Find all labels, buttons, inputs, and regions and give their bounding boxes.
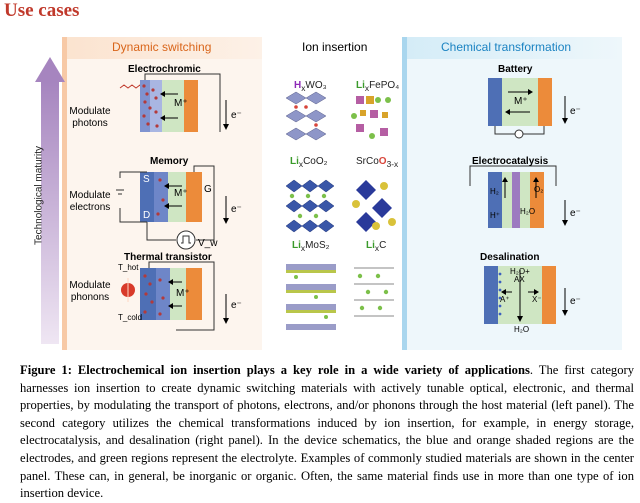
lixcoo2-structure <box>285 179 335 233</box>
battery-title: Battery <box>498 64 533 75</box>
anion-label: X⁻ <box>532 295 542 304</box>
page-title: Use cases <box>4 0 80 21</box>
figure-schematics <box>35 57 568 344</box>
material-label-lixc: LixC <box>366 240 387 253</box>
material-label-lixcoo2: LixCoO₂ <box>290 156 328 169</box>
h2-label: H₂ <box>490 187 499 196</box>
electrochromic-electron-label: e⁻ <box>231 110 242 121</box>
memory-ion-label: M⁺ <box>174 188 188 199</box>
material-label-hxwo3: HxWO₃ <box>294 80 327 93</box>
lixmos2-structure <box>286 264 336 330</box>
t-hot-label: T_hot <box>118 263 139 272</box>
o2-label: O₂ <box>534 185 544 194</box>
ion-insertion-header: Ion insertion <box>302 40 368 54</box>
electrocatalysis-device <box>469 165 568 228</box>
left-header-band <box>62 37 262 59</box>
caption-bold: Figure 1: Electrochemical ion insertion … <box>20 363 530 377</box>
ax-label: AX <box>514 275 525 284</box>
electrochromic-device <box>119 73 229 132</box>
write-voltage-label: V_w <box>198 238 218 249</box>
source-label: S <box>143 174 150 185</box>
electrochromic-ion-label: M⁺ <box>174 98 188 109</box>
lixfepo4-structure <box>351 96 391 139</box>
modulate-photons-label: Modulate photons <box>69 106 111 129</box>
h-plus-label: H⁺ <box>490 211 500 220</box>
h2o-label: H₂O <box>520 207 536 216</box>
material-label-lixmos2: LixMoS₂ <box>292 240 330 253</box>
electrocatalysis-title: Electrocatalysis <box>472 156 549 167</box>
material-label-lixfepo4: LixFePO₄ <box>356 80 400 93</box>
caption-text: . The first category harnesses ion inser… <box>20 363 634 501</box>
right-panel-edge <box>402 37 407 350</box>
t-cold-label: T_cold <box>118 313 143 322</box>
battery-electron-label: e⁻ <box>570 106 581 117</box>
thermal-ion-label: M⁺ <box>176 288 190 299</box>
battery-device <box>488 78 568 139</box>
srcoo3x-structure <box>352 180 396 232</box>
desalination-device <box>484 266 568 324</box>
thermal-transistor-title: Thermal transistor <box>124 252 212 263</box>
thermal-electron-label: e⁻ <box>231 300 242 311</box>
left-panel-edge <box>62 37 67 350</box>
dynamic-switching-header: Dynamic switching <box>112 40 212 54</box>
modulate-electrons-label: Modulate electrons <box>69 190 111 213</box>
memory-title: Memory <box>150 156 189 167</box>
hxwo3-structure <box>285 91 327 141</box>
lixc-structure <box>354 267 394 317</box>
chemical-transformation-header: Chemical transformation <box>441 40 572 54</box>
drain-label: D <box>143 210 151 221</box>
battery-ion-label: M⁺ <box>514 96 528 107</box>
memory-device <box>116 165 229 250</box>
thermal-transistor-device <box>121 261 229 331</box>
desalination-electron-label: e⁻ <box>570 296 581 307</box>
electrochromic-title: Electrochromic <box>128 64 201 75</box>
maturity-arrow <box>35 57 65 344</box>
cation-label: A⁺ <box>500 295 510 304</box>
material-label-srcoo3x: SrCoO3-x <box>356 156 399 169</box>
h2o-ax-label: H₂O+ <box>510 267 530 276</box>
right-header-band <box>402 37 622 59</box>
electrocatalysis-electron-label: e⁻ <box>570 208 581 219</box>
desalination-title: Desalination <box>480 252 540 263</box>
memory-electron-label: e⁻ <box>231 204 242 215</box>
figure-caption: Figure 1: Electrochemical ion insertion … <box>20 362 634 503</box>
modulate-phonons-label: Modulate phonons <box>69 280 111 303</box>
technological-maturity-label: Technological maturity <box>33 146 45 245</box>
gate-label: G <box>204 184 212 195</box>
h2o-out-label: H₂O <box>514 325 530 334</box>
